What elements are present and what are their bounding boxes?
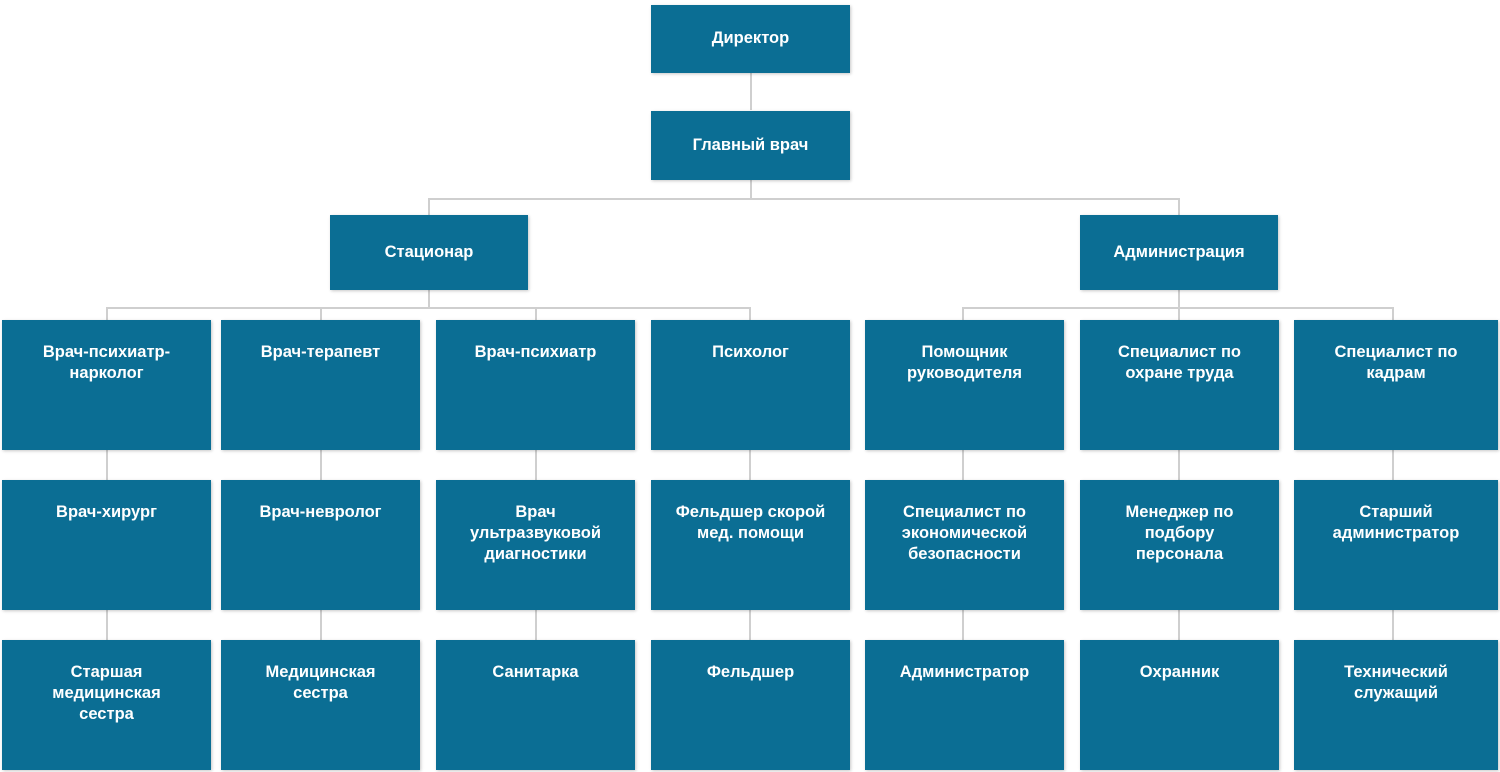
- node-col4-row3[interactable]: Фельдшер: [651, 640, 850, 770]
- node-col7-row1[interactable]: Специалист по кадрам: [1294, 320, 1498, 450]
- node-chief-doctor-label: Главный врач: [692, 135, 809, 154]
- connector-col2-r2-r3: [320, 610, 322, 640]
- node-col5-row1[interactable]: Помощник руководителя: [865, 320, 1064, 450]
- node-col6-row2-label: Менеджер по подбору персонала: [1125, 503, 1234, 564]
- node-col4-row1[interactable]: Психолог: [651, 320, 850, 450]
- node-col6-row3-label: Охранник: [1139, 663, 1220, 681]
- node-col1-row3[interactable]: Старшая медицинская сестра: [2, 640, 211, 770]
- node-col2-row1-label: Врач-терапевт: [260, 343, 381, 361]
- node-col6-row1[interactable]: Специалист по охране труда: [1080, 320, 1279, 450]
- node-col2-row3[interactable]: Медицинская сестра: [221, 640, 420, 770]
- connector-col3-r2-r3: [535, 610, 537, 640]
- node-col4-row2-label: Фельдшер скорой мед. помощи: [675, 503, 826, 543]
- connector-bus-to-administration: [1178, 198, 1180, 215]
- node-col3-row2-label: Врач ультразвуковой диагностики: [469, 503, 602, 564]
- connector-bus-to-col7: [1392, 307, 1394, 320]
- node-col1-row1[interactable]: Врач-психиатр- нарколог: [2, 320, 211, 450]
- node-director[interactable]: Директор: [651, 5, 850, 73]
- node-administration[interactable]: Администрация: [1080, 215, 1278, 290]
- connector-chief-to-bus: [750, 180, 752, 199]
- node-col7-row2[interactable]: Старший администратор: [1294, 480, 1498, 610]
- connector-col6-r1-r2: [1178, 450, 1180, 480]
- node-col2-row2-label: Врач-невролог: [259, 503, 382, 521]
- connector-col5-r1-r2: [962, 450, 964, 480]
- connector-col4-r2-r3: [749, 610, 751, 640]
- node-administration-label: Администрация: [1113, 242, 1245, 261]
- node-col4-row3-label: Фельдшер: [706, 663, 795, 681]
- connector-bus-hospital-children: [107, 307, 751, 309]
- node-col1-row2[interactable]: Врач-хирург: [2, 480, 211, 610]
- node-col4-row2[interactable]: Фельдшер скорой мед. помощи: [651, 480, 850, 610]
- node-col1-row3-label: Старшая медицинская сестра: [52, 663, 161, 724]
- connector-col1-r1-r2: [106, 450, 108, 480]
- node-director-label: Директор: [711, 29, 790, 48]
- connector-col3-r1-r2: [535, 450, 537, 480]
- connector-bus-level3: [429, 198, 1180, 200]
- node-col1-row1-label: Врач-психиатр- нарколог: [42, 343, 171, 383]
- connector-col6-r2-r3: [1178, 610, 1180, 640]
- node-col6-row3[interactable]: Охранник: [1080, 640, 1279, 770]
- connector-col4-r1-r2: [749, 450, 751, 480]
- node-chief-doctor[interactable]: Главный врач: [651, 111, 850, 180]
- node-col3-row1-label: Врач-психиатр: [474, 343, 597, 361]
- connector-hospital-to-bus: [428, 290, 430, 308]
- connector-col7-r2-r3: [1392, 610, 1394, 640]
- connector-col1-r2-r3: [106, 610, 108, 640]
- connector-bus-to-col1: [106, 307, 108, 320]
- connector-bus-to-col5: [962, 307, 964, 320]
- connector-bus-to-col2: [320, 307, 322, 320]
- connector-bus-to-col4: [749, 307, 751, 320]
- connector-col5-r2-r3: [962, 610, 964, 640]
- node-col1-row2-label: Врач-хирург: [56, 503, 157, 521]
- connector-bus-to-col3: [535, 307, 537, 320]
- node-col7-row1-label: Специалист по кадрам: [1334, 343, 1458, 383]
- node-col4-row1-label: Психолог: [712, 343, 789, 361]
- node-col7-row2-label: Старший администратор: [1332, 503, 1460, 543]
- node-hospital-label: Стационар: [384, 242, 474, 261]
- node-col7-row3[interactable]: Технический служащий: [1294, 640, 1498, 770]
- node-col5-row2[interactable]: Специалист по экономической безопасности: [865, 480, 1064, 610]
- node-col5-row1-label: Помощник руководителя: [907, 343, 1022, 383]
- node-col2-row1[interactable]: Врач-терапевт: [221, 320, 420, 450]
- node-col3-row1[interactable]: Врач-психиатр: [436, 320, 635, 450]
- connector-bus-to-col6: [1178, 307, 1180, 320]
- node-col6-row2[interactable]: Менеджер по подбору персонала: [1080, 480, 1279, 610]
- node-col2-row3-label: Медицинская сестра: [265, 663, 376, 703]
- node-col3-row3-label: Санитарка: [492, 663, 579, 681]
- connector-bus-to-hospital: [428, 198, 430, 215]
- connector-col2-r1-r2: [320, 450, 322, 480]
- connector-administration-to-bus: [1178, 290, 1180, 308]
- node-col2-row2[interactable]: Врач-невролог: [221, 480, 420, 610]
- connector-director-to-chief: [750, 73, 752, 110]
- node-hospital[interactable]: Стационар: [330, 215, 528, 290]
- node-col5-row2-label: Специалист по экономической безопасности: [901, 503, 1028, 564]
- node-col3-row2[interactable]: Врач ультразвуковой диагностики: [436, 480, 635, 610]
- connector-col7-r1-r2: [1392, 450, 1394, 480]
- node-col3-row3[interactable]: Санитарка: [436, 640, 635, 770]
- node-col5-row3[interactable]: Администратор: [865, 640, 1064, 770]
- node-col5-row3-label: Администратор: [899, 663, 1030, 681]
- node-col7-row3-label: Технический служащий: [1344, 663, 1448, 703]
- node-col6-row1-label: Специалист по охране труда: [1117, 343, 1242, 383]
